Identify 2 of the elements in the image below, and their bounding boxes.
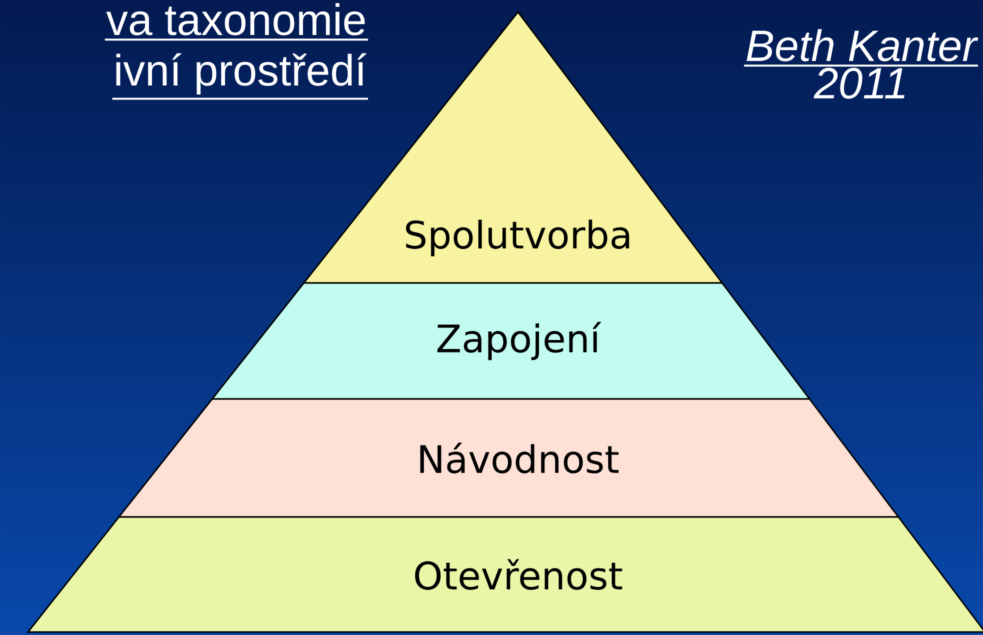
year-text: 2011 [814, 68, 904, 99]
author-text: Beth Kanter [744, 29, 978, 67]
